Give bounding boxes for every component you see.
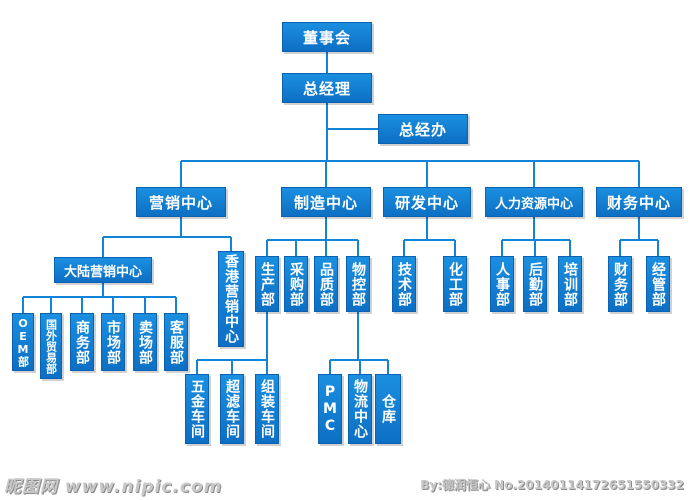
dept-purchasing-label: 采购部 [288, 261, 304, 307]
center-sales: 营销中心 [136, 187, 226, 217]
general-manager-box: 总经理 [282, 73, 372, 103]
gm-office-box: 总经办 [378, 114, 468, 144]
dept-quality: 品质部 [314, 256, 338, 312]
workshop-ultrafiltration: 超滤车间 [220, 374, 244, 444]
general-manager-label: 总经理 [302, 79, 351, 98]
watermark-logo-text: 昵图网 www.nipic.com [4, 476, 223, 497]
dept-oem-label: OEM部 [16, 317, 30, 367]
dept-logistics-support: 后勤部 [523, 256, 547, 312]
center-rnd-label: 研发中心 [394, 193, 459, 212]
dept-oem: OEM部 [12, 313, 34, 371]
dept-commerce: 商务部 [70, 313, 94, 371]
center-manufacturing: 制造中心 [281, 187, 371, 217]
center-finance: 财务中心 [596, 187, 682, 217]
gm-office-label: 总经办 [398, 120, 447, 139]
workshop-hardware: 五金车间 [185, 374, 209, 444]
mainland-sales-label: 大陆营销中心 [63, 264, 142, 280]
center-manufacturing-label: 制造中心 [293, 193, 358, 212]
dept-foreign-trade-label: 国外贸易部 [44, 318, 58, 374]
unit-warehouse-label: 仓库 [380, 394, 396, 424]
dept-quality-label: 品质部 [318, 261, 334, 307]
center-sales-label: 营销中心 [148, 193, 213, 212]
workshop-assembly: 组装车间 [255, 374, 279, 444]
mainland-sales-center: 大陆营销中心 [54, 257, 152, 283]
hongkong-sales-label: 香港营销中心 [223, 254, 239, 344]
dept-production-label: 生产部 [259, 261, 275, 307]
watermark-logo: 昵图网 www.nipic.com [4, 470, 222, 498]
connector-lines [22, 52, 659, 374]
dept-material-control: 物控部 [346, 256, 370, 312]
watermark-credit: By:德润恒心 No.20140114172651550332 [420, 470, 684, 498]
dept-material-control-label: 物控部 [350, 261, 366, 307]
unit-pmc: PMC [318, 374, 342, 444]
workshop-assembly-label: 组装车间 [259, 379, 275, 439]
dept-purchasing: 采购部 [284, 256, 308, 312]
unit-logistics-center: 物流中心 [348, 374, 372, 444]
dept-customer-service-label: 客服部 [168, 319, 184, 365]
dept-foreign-trade: 国外贸易部 [40, 313, 62, 379]
dept-personnel-label: 人事部 [494, 261, 510, 307]
dept-personnel: 人事部 [490, 256, 514, 312]
dept-customer-service: 客服部 [164, 313, 188, 371]
dept-store-label: 卖场部 [137, 319, 153, 365]
dept-training: 培训部 [558, 256, 582, 312]
dept-logistics-support-label: 后勤部 [527, 261, 543, 307]
dept-finance: 财务部 [608, 256, 632, 312]
dept-marketing-label: 市场部 [105, 319, 121, 365]
workshop-hardware-label: 五金车间 [189, 379, 205, 439]
center-hr: 人力资源中心 [485, 187, 583, 217]
dept-store: 卖场部 [133, 313, 157, 371]
dept-technology-label: 技术部 [396, 261, 412, 307]
dept-finance-label: 财务部 [612, 261, 628, 307]
unit-pmc-label: PMC [322, 383, 338, 435]
center-hr-label: 人力资源中心 [494, 196, 573, 212]
board-label: 董事会 [302, 28, 351, 47]
dept-management-label: 经管部 [650, 261, 666, 307]
dept-chemical-label: 化工部 [447, 261, 463, 307]
dept-marketing: 市场部 [101, 313, 125, 371]
board-box: 董事会 [282, 22, 372, 52]
dept-production: 生产部 [255, 256, 279, 312]
dept-commerce-label: 商务部 [74, 319, 90, 365]
dept-management: 经管部 [646, 256, 670, 312]
unit-warehouse: 仓库 [375, 374, 401, 444]
watermark-credit-text: By:德润恒心 No.20140114172651550332 [420, 477, 684, 492]
dept-chemical: 化工部 [443, 256, 467, 312]
workshop-ultrafiltration-label: 超滤车间 [224, 379, 240, 439]
dept-technology: 技术部 [392, 256, 416, 312]
unit-logistics-center-label: 物流中心 [352, 379, 368, 439]
center-finance-label: 财务中心 [606, 193, 671, 212]
center-rnd: 研发中心 [383, 187, 471, 217]
dept-training-label: 培训部 [562, 261, 578, 307]
hongkong-sales-center: 香港营销中心 [218, 251, 244, 347]
